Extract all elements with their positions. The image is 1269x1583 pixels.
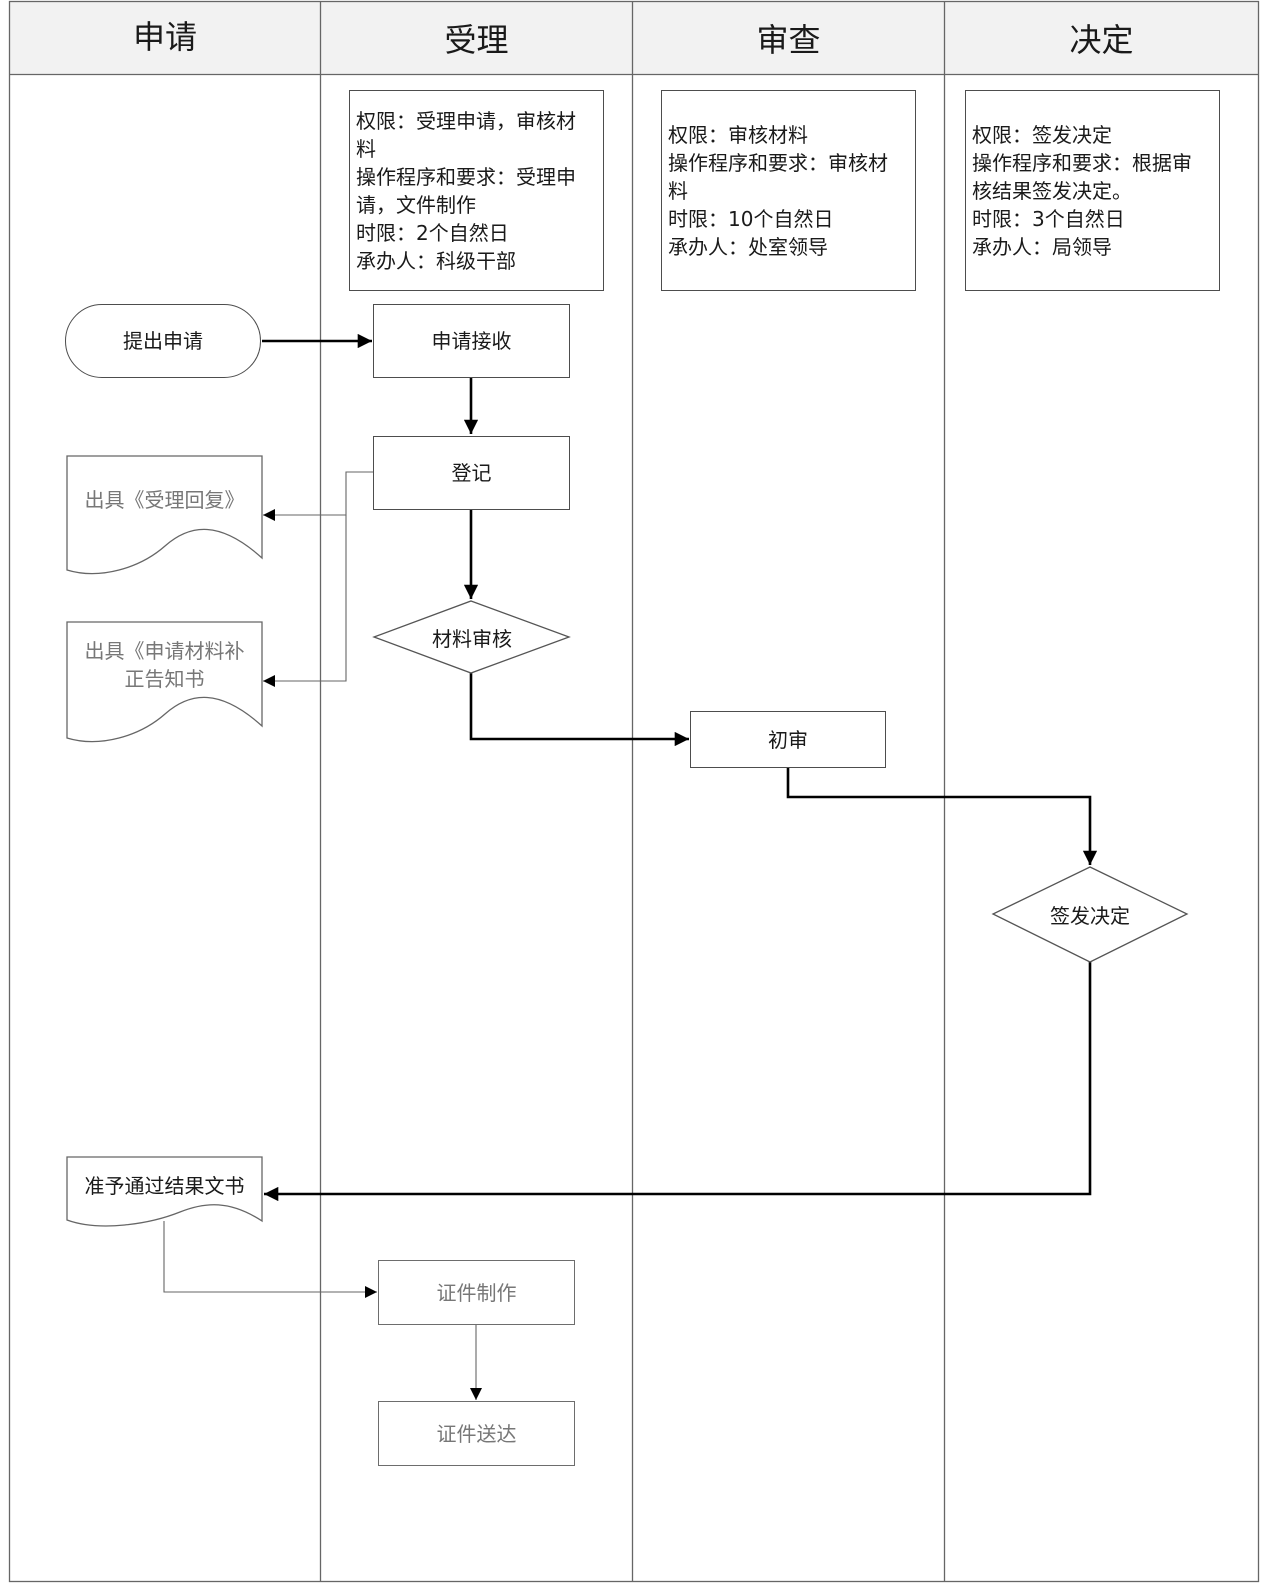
node-submit-label: 提出申请 <box>123 329 203 353</box>
node-initial-review-label: 初审 <box>768 727 808 752</box>
info-review-line: 承办人：处室领导 <box>668 234 828 259</box>
info-acceptance-line: 权限：受理申请，审核材 <box>356 108 576 133</box>
doc-reply-label: 出具《受理回复》 <box>84 488 245 512</box>
diamond-sign-decision <box>991 866 1189 963</box>
info-review-line: 权限：审核材料 <box>668 122 808 147</box>
lane-header-decide: 决定 <box>945 2 1258 74</box>
info-review-line: 操作程序和要求：审核材 <box>668 150 888 175</box>
node-material-review-label: 材料审核 <box>432 626 512 651</box>
doc-shape-result <box>66 1156 263 1227</box>
info-review-line: 时限：10个自然日 <box>668 206 834 231</box>
document-shapes <box>66 455 263 1227</box>
lane-grid <box>8 0 1260 1583</box>
lane-title-decide: 决定 <box>1069 21 1134 59</box>
info-decision-line: 操作程序和要求：根据审 <box>972 150 1192 175</box>
node-certificate-make[interactable]: 证件制作 <box>378 1260 575 1325</box>
info-box-acceptance: 权限：受理申请，审核材 料 操作程序和要求：受理申 请，文件制作 时限：2个自然… <box>349 90 604 291</box>
info-box-review: 权限：审核材料 操作程序和要求：审核材 料 时限：10个自然日 承办人：处室领导 <box>661 90 916 291</box>
node-submit-application[interactable]: 提出申请 <box>65 304 261 378</box>
arrow-review-to-initial <box>469 673 689 747</box>
doc-supplement-label-1: 出具《申请材料补 <box>84 639 245 663</box>
doc-supplement-label-2: 正告知书 <box>124 667 205 691</box>
doc-shape-supplement <box>66 621 263 743</box>
secondary-flow-arrows <box>163 471 483 1400</box>
node-certificate-deliver-label: 证件送达 <box>436 1421 517 1446</box>
node-register-label: 登记 <box>451 461 492 485</box>
info-acceptance-line: 操作程序和要求：受理申 <box>356 164 576 189</box>
node-initial-review[interactable]: 初审 <box>690 711 886 768</box>
info-decision-line: 核结果签发决定。 <box>972 178 1132 203</box>
info-decision-line: 权限：签发决定 <box>972 122 1112 147</box>
lane-title-apply: 申请 <box>132 18 197 56</box>
info-decision-line: 时限：3个自然日 <box>972 206 1125 231</box>
arrow-initial-to-sign <box>786 768 1098 865</box>
info-acceptance-line: 请，文件制作 <box>356 192 476 217</box>
lane-header-accept: 受理 <box>321 2 632 74</box>
arrow-result-to-cert-make <box>163 1221 377 1299</box>
node-receive-label: 申请接收 <box>431 329 512 353</box>
doc-result-label: 准予通过结果文书 <box>84 1174 245 1198</box>
node-receive-application[interactable]: 申请接收 <box>373 304 570 378</box>
node-certificate-deliver[interactable]: 证件送达 <box>378 1401 575 1466</box>
lane-header-review: 审查 <box>633 2 944 74</box>
lane-title-accept: 受理 <box>444 21 509 59</box>
lane-title-review: 审查 <box>756 21 821 59</box>
doc-shape-reply <box>66 455 263 575</box>
arrow-register-to-reply <box>263 471 373 522</box>
main-flow-arrows <box>262 333 1098 1202</box>
lane-header-apply: 申请 <box>10 2 320 74</box>
arrow-sign-to-result <box>264 962 1092 1202</box>
info-acceptance-line: 时限：2个自然日 <box>356 220 509 245</box>
info-acceptance-line: 承办人：科级干部 <box>356 248 516 273</box>
node-register[interactable]: 登记 <box>373 436 570 510</box>
node-certificate-make-label: 证件制作 <box>436 1280 517 1305</box>
diamond-material-review <box>372 600 571 674</box>
info-acceptance-line: 料 <box>356 136 376 161</box>
info-box-decision: 权限：签发决定 操作程序和要求：根据审 核结果签发决定。 时限：3个自然日 承办… <box>965 90 1220 291</box>
arrow-register-to-supplement <box>263 515 347 688</box>
node-sign-decision-label: 签发决定 <box>1050 904 1130 928</box>
node-sign-decision[interactable]: 签发决定 <box>993 867 1187 962</box>
info-decision-line: 承办人：局领导 <box>972 234 1112 259</box>
info-review-line: 料 <box>668 178 688 203</box>
node-material-review[interactable]: 材料审核 <box>374 601 570 673</box>
decision-shapes <box>372 600 1189 963</box>
